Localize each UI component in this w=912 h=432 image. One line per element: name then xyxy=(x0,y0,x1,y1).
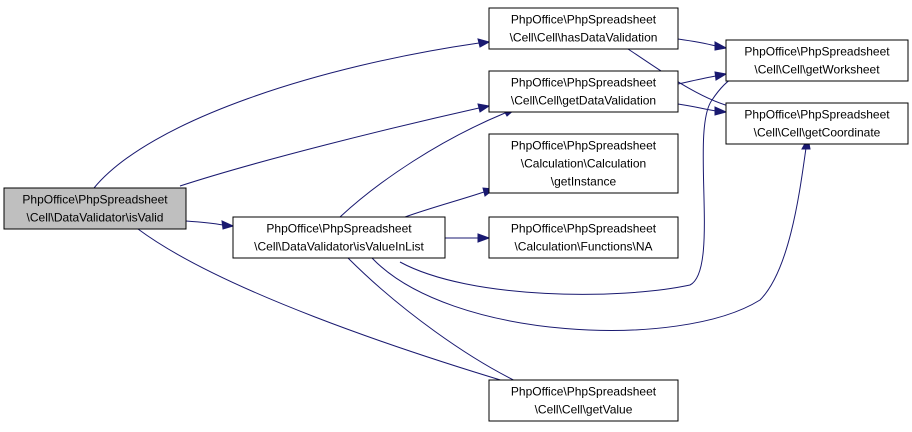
edge-isValid-to-isValueInList xyxy=(185,220,235,230)
edge-line xyxy=(137,228,518,386)
edge-line xyxy=(677,75,717,85)
node-label-line: PhpOffice\PhpSpreadsheet xyxy=(511,13,657,27)
node-label-line: \Cell\Cell\getValue xyxy=(535,403,633,417)
edge-isValueInList-to-NA xyxy=(444,233,491,243)
node-box xyxy=(488,379,679,422)
node-box xyxy=(488,70,679,113)
edge-line xyxy=(371,147,807,331)
node-box xyxy=(488,133,679,194)
node-isValid[interactable]: PhpOffice\PhpSpreadsheet \Cell\DataValida… xyxy=(3,187,187,230)
edge-line xyxy=(677,38,717,47)
edge-line xyxy=(93,42,480,189)
arrowhead-icon xyxy=(477,103,491,113)
edge-isValid-to-hasDataValidation xyxy=(93,38,491,189)
node-box xyxy=(232,216,446,259)
node-label-line: PhpOffice\PhpSpreadsheet xyxy=(511,385,657,399)
node-NA[interactable]: PhpOffice\PhpSpreadsheet \Calculation\Fun… xyxy=(488,216,679,259)
node-box xyxy=(488,7,679,50)
node-label-line: \Cell\DataValidator\isValueInList xyxy=(254,240,424,254)
node-label-line: \Cell\Cell\getWorksheet xyxy=(754,63,880,77)
node-label-line: PhpOffice\PhpSpreadsheet xyxy=(511,222,657,236)
edge-getDataValidation-to-getCoordinate xyxy=(677,103,728,116)
node-box xyxy=(725,39,909,82)
node-label-line: \Cell\DataValidator\isValid xyxy=(27,211,164,225)
node-label-line: PhpOffice\PhpSpreadsheet xyxy=(511,76,657,90)
arrowhead-icon xyxy=(714,71,728,81)
node-label-line: \Cell\Cell\getCoordinate xyxy=(754,126,881,140)
arrowhead-icon xyxy=(221,220,235,230)
arrowhead-icon xyxy=(477,38,491,48)
edge-line xyxy=(347,257,525,386)
edges-layer xyxy=(93,38,811,391)
edge-isValid-to-getDataValidation xyxy=(179,103,491,187)
node-getWorksheet[interactable]: PhpOffice\PhpSpreadsheet \Cell\Cell\getWo… xyxy=(725,39,909,82)
node-getDataValidation[interactable]: PhpOffice\PhpSpreadsheet \Cell\Cell\getDa… xyxy=(488,70,679,113)
edge-getDataValidation-to-getWorksheet xyxy=(677,71,728,85)
node-getValue[interactable]: PhpOffice\PhpSpreadsheet \Cell\Cell\getVa… xyxy=(488,379,679,422)
arrowhead-icon xyxy=(714,106,728,116)
edge-line xyxy=(339,112,506,218)
node-getInstance[interactable]: PhpOffice\PhpSpreadsheet \Calculation\Cal… xyxy=(488,133,679,194)
edge-line xyxy=(185,220,224,226)
edge-isValueInList-to-getDataValidation xyxy=(339,108,516,218)
node-label-line: PhpOffice\PhpSpreadsheet xyxy=(22,193,168,207)
nodes-layer: PhpOffice\PhpSpreadsheet \Cell\DataValida… xyxy=(3,7,909,422)
node-label-line: PhpOffice\PhpSpreadsheet xyxy=(744,45,890,59)
node-isValueInList[interactable]: PhpOffice\PhpSpreadsheet \Cell\DataValida… xyxy=(232,216,446,259)
edge-isValueInList-to-getInstance xyxy=(404,187,496,218)
node-box xyxy=(725,102,909,145)
node-label-line: \Calculation\Calculation xyxy=(521,157,646,171)
node-hasDataValidation[interactable]: PhpOffice\PhpSpreadsheet \Cell\Cell\hasDa… xyxy=(488,7,679,50)
node-label-line: \Cell\Cell\hasDataValidation xyxy=(510,31,658,45)
node-getCoordinate[interactable]: PhpOffice\PhpSpreadsheet \Cell\Cell\getCo… xyxy=(725,102,909,145)
node-label-line: \Calculation\Functions\NA xyxy=(514,240,652,254)
node-label-line: PhpOffice\PhpSpreadsheet xyxy=(266,222,412,236)
node-box xyxy=(3,187,187,230)
node-label-line: \getInstance xyxy=(551,175,617,189)
node-box xyxy=(488,216,679,259)
edge-line xyxy=(179,107,480,187)
node-label-line: PhpOffice\PhpSpreadsheet xyxy=(744,108,890,122)
arrowhead-icon xyxy=(714,41,728,51)
node-label-line: \Cell\Cell\getDataValidation xyxy=(511,94,656,108)
edge-hasDataValidation-to-getWorksheet xyxy=(677,38,728,51)
arrowhead-icon xyxy=(477,233,491,243)
edge-line xyxy=(399,75,737,295)
edge-line xyxy=(404,191,485,218)
node-label-line: PhpOffice\PhpSpreadsheet xyxy=(511,139,657,153)
edge-line xyxy=(677,103,717,112)
